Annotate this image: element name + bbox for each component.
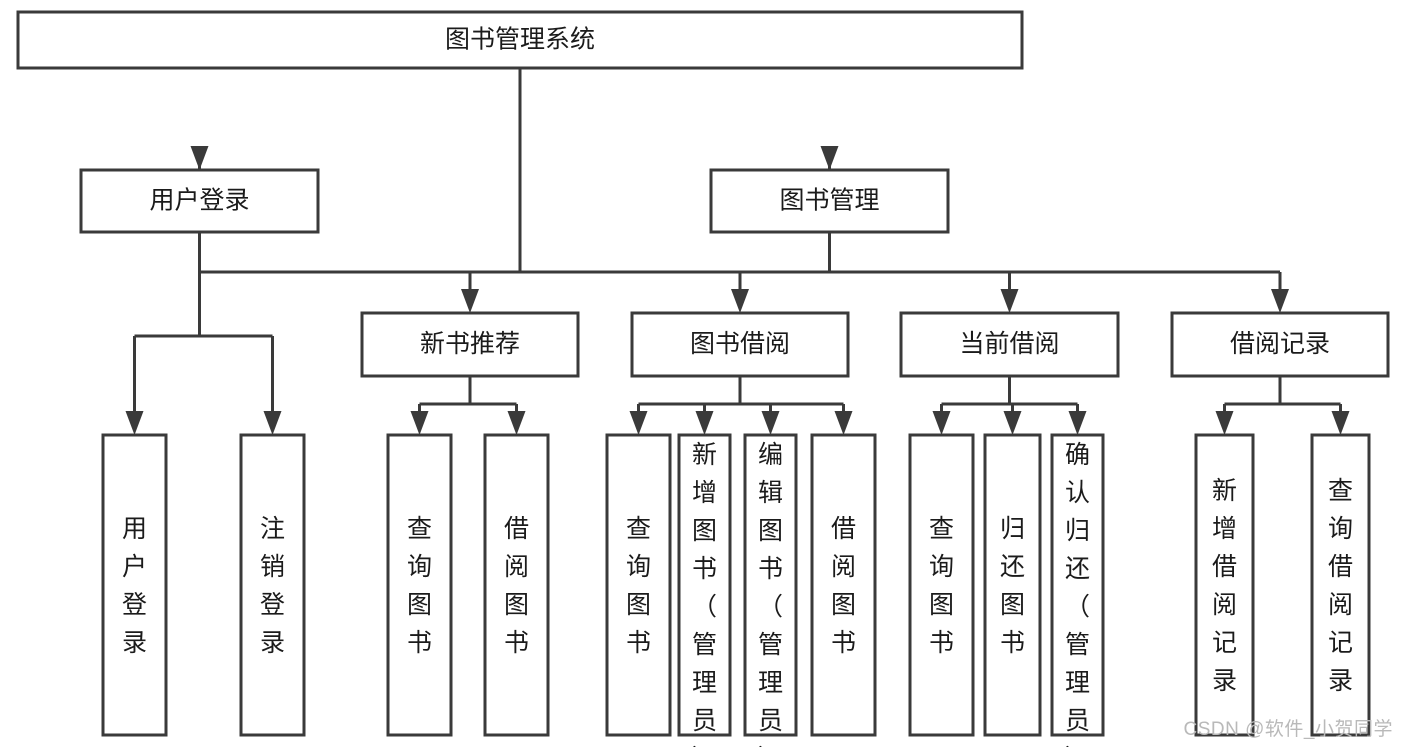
node-box xyxy=(360,311,580,378)
node-label: 查询借阅记录 xyxy=(1328,477,1353,695)
arrow-head-icon xyxy=(1003,411,1022,435)
node-box xyxy=(743,433,798,737)
arrow-head-icon xyxy=(1000,289,1019,313)
node-label: 编辑图书（管理员） xyxy=(758,441,783,747)
arrow-head-icon xyxy=(834,411,853,435)
arrow-head-icon xyxy=(731,289,749,313)
node-borrow-book-1[interactable]: 借阅图书 xyxy=(483,433,550,737)
node-label: 图书借阅 xyxy=(690,330,790,358)
node-box xyxy=(1194,433,1255,737)
node-box xyxy=(16,10,1024,70)
node-box xyxy=(709,168,950,234)
node-root[interactable]: 图书管理系统 xyxy=(16,10,1024,70)
node-box xyxy=(677,433,732,737)
arrow-head-icon xyxy=(190,146,209,170)
node-edit-book-admin[interactable]: 编辑图书（管理员） xyxy=(743,433,798,747)
node-box xyxy=(1310,433,1371,737)
node-box xyxy=(79,168,320,234)
node-add-borrow-record[interactable]: 新增借阅记录 xyxy=(1194,433,1255,737)
node-box xyxy=(1050,433,1105,737)
node-label: 借阅图书 xyxy=(831,515,856,657)
node-label: 新增图书（管理员） xyxy=(692,441,717,747)
node-confirm-return-admin[interactable]: 确认归还（管理员） xyxy=(1050,433,1105,747)
node-label: 新书推荐 xyxy=(420,330,520,358)
node-box xyxy=(908,433,975,737)
connectors-layer xyxy=(125,68,1350,435)
node-box xyxy=(386,433,453,737)
node-label: 借阅记录 xyxy=(1230,330,1330,358)
node-box xyxy=(239,433,306,737)
node-user-login-do[interactable]: 用户登录 xyxy=(101,433,168,737)
node-return-book[interactable]: 归还图书 xyxy=(983,433,1042,737)
arrow-head-icon xyxy=(410,411,429,435)
node-label: 借阅图书 xyxy=(504,515,529,657)
arrow-head-icon xyxy=(761,411,780,435)
node-label: 确认归还（管理员） xyxy=(1065,441,1090,747)
node-add-book-admin[interactable]: 新增图书（管理员） xyxy=(677,433,732,747)
csdn-watermark: CSDN @软件_小贺同学 xyxy=(1183,719,1393,740)
node-box xyxy=(899,311,1120,378)
arrow-head-icon xyxy=(507,411,526,435)
node-label: 用户登录 xyxy=(122,515,147,657)
arrow-head-icon xyxy=(263,411,282,435)
arrow-head-icon xyxy=(1068,411,1087,435)
node-box xyxy=(810,433,877,737)
node-user-logout[interactable]: 注销登录 xyxy=(239,433,306,737)
node-box xyxy=(605,433,672,737)
node-new-book-recommend[interactable]: 新书推荐 xyxy=(360,311,580,378)
node-box xyxy=(101,433,168,737)
node-book-manage[interactable]: 图书管理 xyxy=(709,168,950,234)
nodes-layer: 图书管理系统用户登录用户登录注销登录图书管理新书推荐查询图书借阅图书图书借阅查询… xyxy=(16,10,1390,747)
arrow-head-icon xyxy=(820,146,839,170)
node-label: 注销登录 xyxy=(260,515,285,657)
node-box xyxy=(983,433,1042,737)
arrow-head-icon xyxy=(932,411,951,435)
node-query-borrow-record[interactable]: 查询借阅记录 xyxy=(1310,433,1371,737)
node-label: 当前借阅 xyxy=(959,330,1059,358)
node-label: 新增借阅记录 xyxy=(1212,477,1237,695)
node-label: 用户登录 xyxy=(149,187,249,215)
node-label: 图书管理系统 xyxy=(445,26,595,54)
node-label: 图书管理 xyxy=(779,187,879,215)
node-label: 查询图书 xyxy=(407,515,432,657)
node-book-borrow[interactable]: 图书借阅 xyxy=(630,311,850,378)
node-label: 查询图书 xyxy=(626,515,651,657)
node-box xyxy=(630,311,850,378)
node-current-borrow[interactable]: 当前借阅 xyxy=(899,311,1120,378)
arrow-head-icon xyxy=(1271,289,1289,313)
arrow-head-icon xyxy=(1331,411,1350,435)
node-label: 查询图书 xyxy=(929,515,954,657)
node-query-book-1[interactable]: 查询图书 xyxy=(386,433,453,737)
node-box xyxy=(483,433,550,737)
arrow-head-icon xyxy=(695,411,714,435)
node-query-book-3[interactable]: 查询图书 xyxy=(908,433,975,737)
node-user-login[interactable]: 用户登录 xyxy=(79,168,320,234)
arrow-head-icon xyxy=(1215,411,1234,435)
arrow-head-icon xyxy=(125,411,144,435)
node-borrow-record[interactable]: 借阅记录 xyxy=(1170,311,1390,378)
arrow-head-icon xyxy=(461,289,479,313)
arrow-head-icon xyxy=(629,411,648,435)
node-label: 归还图书 xyxy=(1000,515,1025,657)
node-box xyxy=(1170,311,1390,378)
node-borrow-book-2[interactable]: 借阅图书 xyxy=(810,433,877,737)
node-query-book-2[interactable]: 查询图书 xyxy=(605,433,672,737)
